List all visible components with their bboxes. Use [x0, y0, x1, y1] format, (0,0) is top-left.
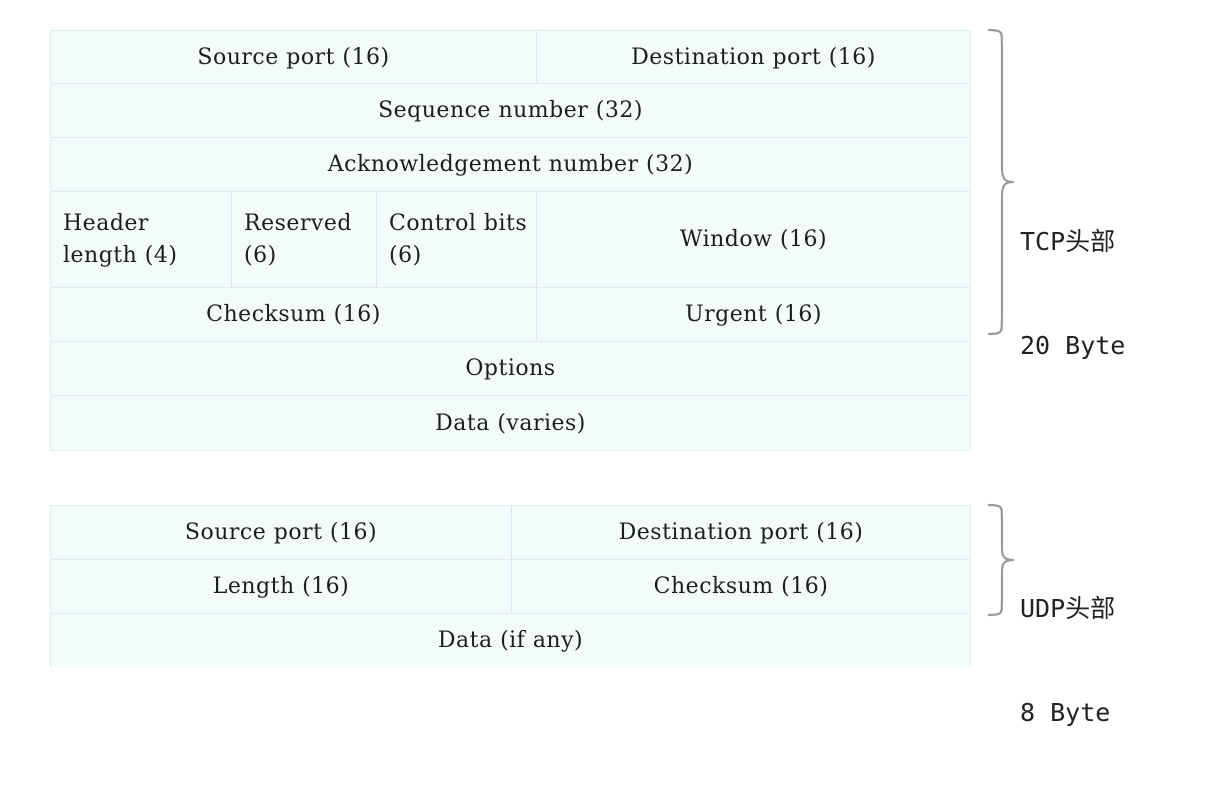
- udp-row-ports: Source port (16) Destination port (16): [51, 506, 970, 560]
- tcp-cell-data: Data (varies): [435, 410, 586, 436]
- tcp-row-flags: Header length (4) Reserved (6) Control b…: [51, 192, 970, 288]
- tcp-row-data: Data (varies): [51, 396, 970, 450]
- tcp-cell-acknowledgement-number: Acknowledgement number (32): [327, 152, 694, 177]
- udp-header-table: Source port (16) Destination port (16) L…: [50, 505, 971, 667]
- tcp-brace-icon: [971, 28, 1015, 336]
- tcp-annotation: TCP头部 20 Byte: [1020, 156, 1125, 432]
- udp-cell-data: Data (if any): [437, 628, 584, 653]
- tcp-row-options: Options: [51, 342, 970, 396]
- tcp-annotation-line-1: TCP头部: [1020, 227, 1116, 256]
- tcp-cell-reserved: Reserved (6): [232, 192, 377, 287]
- tcp-cell-source-port: Source port (16): [51, 31, 537, 83]
- packet-header-diagram: Source port (16) Destination port (16) S…: [50, 28, 1125, 727]
- tcp-cell-urgent: Urgent (16): [685, 302, 822, 327]
- udp-annotation-line-2: 8 Byte: [1020, 697, 1111, 727]
- tcp-cell-sequence-number: Sequence number (32): [378, 98, 643, 123]
- tcp-header-table: Source port (16) Destination port (16) S…: [50, 30, 971, 451]
- udp-annotation-line-1: UDP头部: [1020, 594, 1116, 623]
- tcp-cell-header-length: Header length (4): [51, 192, 232, 287]
- udp-cell-destination-port: Destination port (16): [618, 520, 864, 545]
- tcp-row-sequence-number: Sequence number (32): [51, 84, 970, 138]
- udp-brace-icon: [971, 503, 1015, 617]
- tcp-cell-checksum: Checksum (16): [51, 288, 537, 341]
- udp-cell-checksum: Checksum (16): [653, 574, 829, 599]
- tcp-cell-options: Options: [465, 356, 556, 381]
- tcp-cell-window: Window (16): [679, 227, 828, 252]
- tcp-row-acknowledgement-number: Acknowledgement number (32): [51, 138, 970, 192]
- tcp-row-ports: Source port (16) Destination port (16): [51, 31, 970, 84]
- udp-cell-source-port: Source port (16): [51, 506, 512, 559]
- udp-annotation: UDP头部 8 Byte: [1020, 523, 1115, 799]
- udp-cell-length: Length (16): [51, 560, 512, 613]
- tcp-row-checksum-urgent: Checksum (16) Urgent (16): [51, 288, 970, 342]
- udp-row-length-checksum: Length (16) Checksum (16): [51, 560, 970, 614]
- udp-row-data: Data (if any): [51, 614, 970, 667]
- tcp-cell-control-bits: Control bits (6): [377, 192, 537, 287]
- tcp-cell-destination-port: Destination port (16): [631, 44, 876, 70]
- tcp-annotation-line-2: 20 Byte: [1020, 330, 1126, 360]
